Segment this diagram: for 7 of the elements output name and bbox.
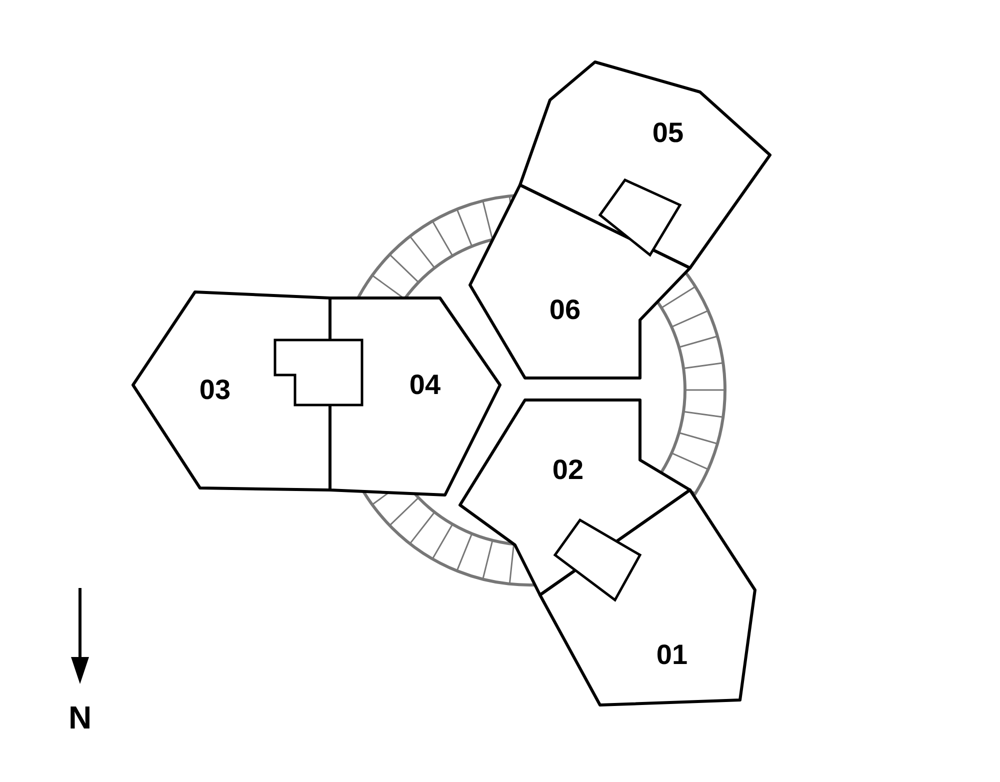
unit-number: 05: [652, 117, 684, 149]
unit-number: 02: [552, 454, 584, 486]
unit-number: 04: [409, 369, 441, 401]
north-label: N: [68, 700, 92, 736]
unit-number: 03: [199, 374, 231, 406]
unit-number: 06: [549, 294, 581, 326]
unit-number: 01: [656, 639, 688, 671]
